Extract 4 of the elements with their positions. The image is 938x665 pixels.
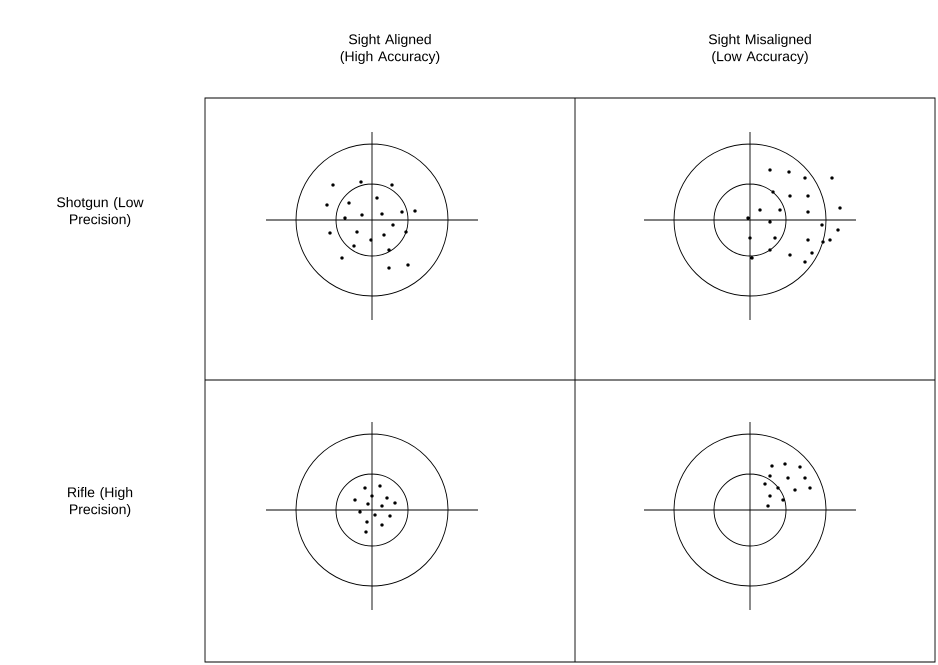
column-header: Sight Misaligned (Low Accuracy) [708,34,811,64]
column-header: Sight Aligned (High Accuracy) [340,34,440,64]
row-header: Shotgun (Low Precision) [57,196,144,228]
row-header: Rifle (High Precision) [68,486,132,518]
